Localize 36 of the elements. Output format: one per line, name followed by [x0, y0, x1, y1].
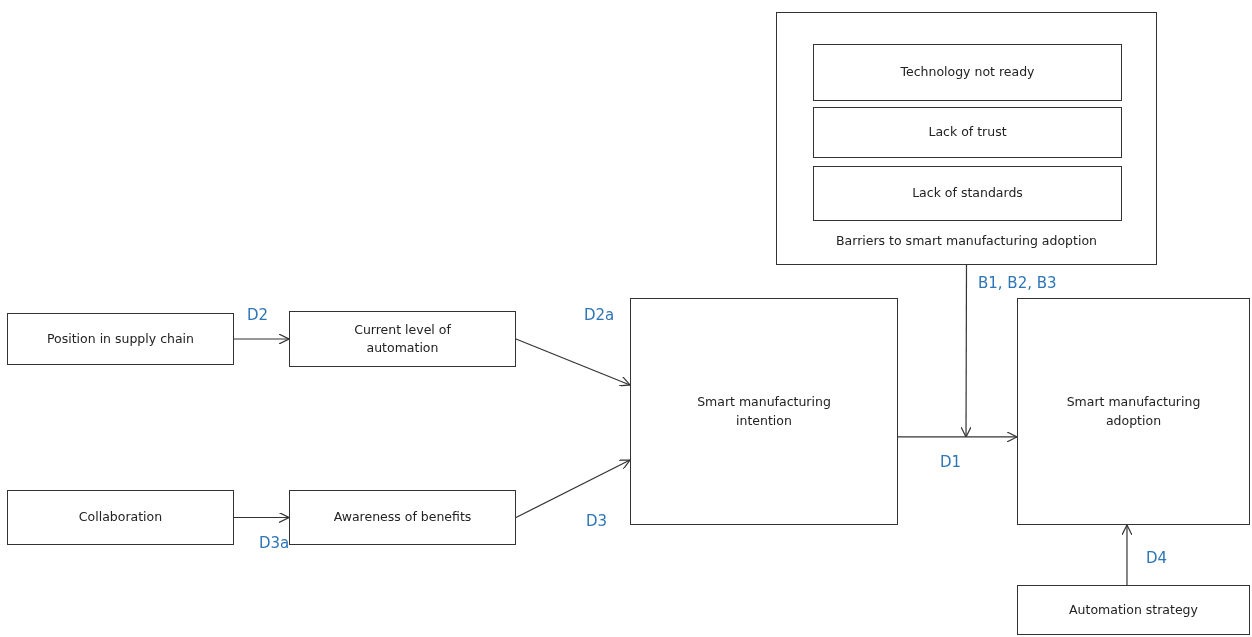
arrow — [1121, 524, 1133, 586]
box-label: Smart manufacturing adoption — [1065, 393, 1202, 430]
edge-label: D2a — [584, 306, 615, 324]
box-label: Lack of standards — [911, 184, 1024, 203]
arrow — [233, 511, 290, 524]
edge-label: D2 — [247, 306, 269, 324]
box-label: Collaboration — [77, 508, 164, 527]
process-box — [1017, 585, 1250, 635]
process-box — [813, 166, 1122, 221]
box-label: Smart manufacturing intention — [696, 393, 832, 430]
edge-label: D3a — [259, 534, 290, 552]
box-label: Lack of trust — [927, 123, 1008, 142]
arrow — [515, 459, 631, 519]
process-box — [7, 490, 234, 545]
box-label: Awareness of benefits — [332, 508, 473, 527]
box-label: Technology not ready — [899, 63, 1036, 82]
edge-label: B1, B2, B3 — [978, 274, 1057, 292]
group-box — [776, 12, 1157, 265]
arrow — [233, 333, 290, 345]
process-box — [1017, 298, 1250, 525]
process-box — [7, 313, 234, 365]
edge-label: D3 — [586, 512, 608, 530]
group-title: Barriers to smart manufacturing adoption — [835, 231, 1098, 250]
edge-label: D1 — [940, 453, 962, 471]
process-box — [289, 311, 516, 367]
arrow — [515, 338, 631, 387]
arrow — [960, 264, 972, 438]
box-label: Automation strategy — [1068, 600, 1199, 619]
process-box — [813, 44, 1122, 101]
box-label: Position in supply chain — [46, 329, 195, 348]
arrow — [897, 431, 1018, 443]
process-box — [630, 298, 898, 525]
edge-label: D4 — [1146, 549, 1168, 567]
process-box — [813, 107, 1122, 158]
box-label: Current level of automation — [353, 320, 452, 357]
process-box — [289, 490, 516, 545]
